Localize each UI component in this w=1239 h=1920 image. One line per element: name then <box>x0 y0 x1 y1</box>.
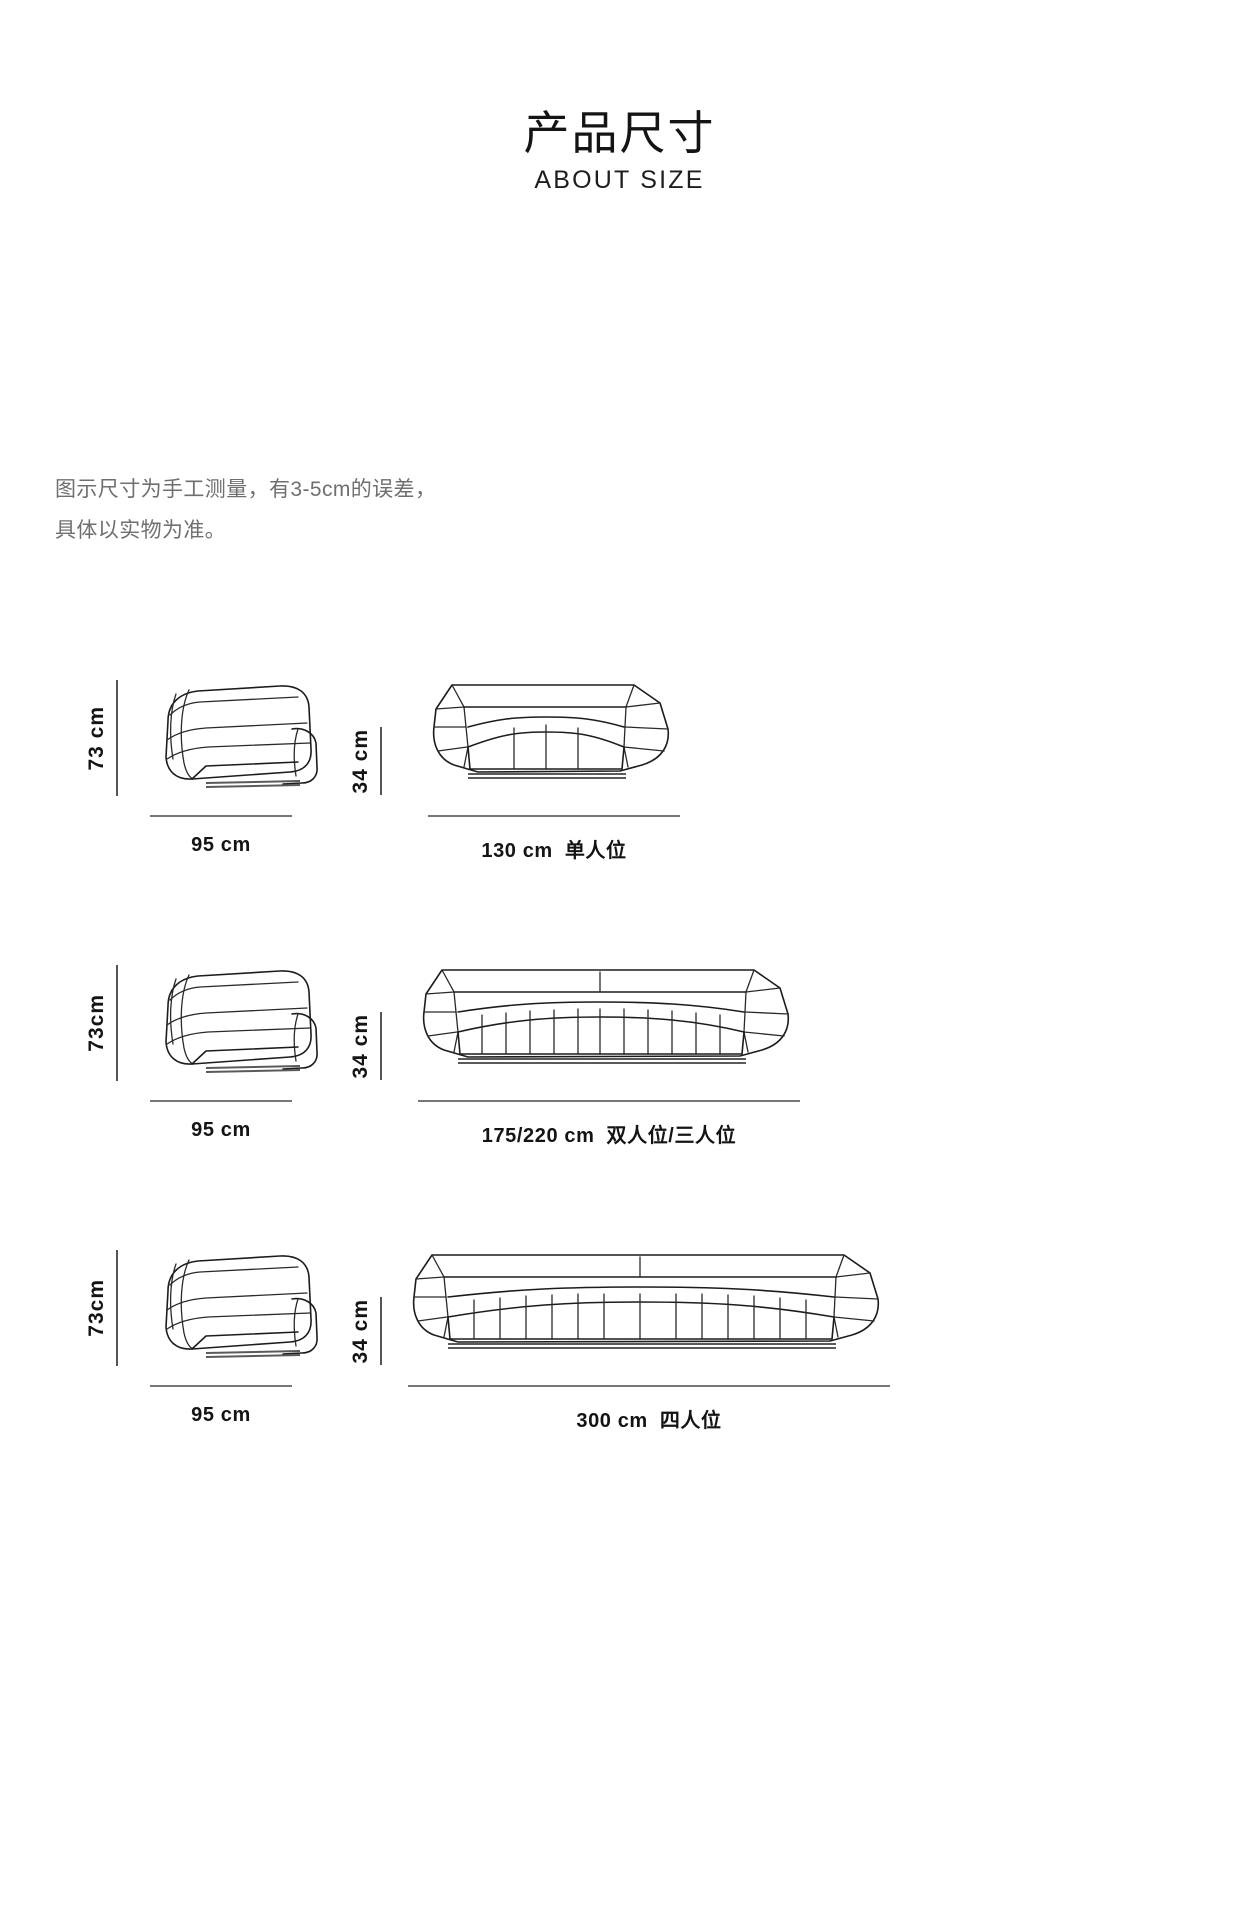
side-width-unit-3: cm <box>220 1404 251 1426</box>
side-width-unit-1: cm <box>220 834 251 856</box>
disclaimer-line-1: 图示尺寸为手工测量，有3-5cm的误差， <box>55 478 437 501</box>
side-width-dimension-1: 95 cm <box>150 815 292 857</box>
dimension-row-3: 73cm <box>0 1225 1239 1510</box>
front-seat-type-2: 双人位/三人位 <box>606 1125 737 1147</box>
side-width-value-1: 95 <box>191 834 215 856</box>
side-height-label-3: 73cm <box>85 1279 108 1337</box>
page-subtitle: ABOUT SIZE <box>534 165 705 194</box>
sofa-front-view-3 <box>408 1245 888 1365</box>
front-width-value-2: 175/220 <box>481 1125 559 1147</box>
sofa-side-view-3 <box>148 1247 328 1365</box>
measurement-disclaimer: 图示尺寸为手工测量，有3-5cm的误差， 具体以实物为准。 <box>55 470 436 552</box>
front-width-unit-2: cm <box>564 1125 595 1147</box>
front-height-dimension-1: 34 cm <box>349 727 382 795</box>
sofa-side-view-1 <box>148 677 328 795</box>
side-width-dimension-3: 95 cm <box>150 1385 292 1427</box>
sofa-front-view-1 <box>428 675 678 795</box>
front-height-dimension-3: 34 cm <box>349 1297 382 1365</box>
dimension-row-2: 73cm <box>0 940 1239 1225</box>
side-height-label-2: 73cm <box>85 994 108 1052</box>
front-height-label-1: 34 cm <box>349 728 372 794</box>
sofa-side-view-2 <box>148 962 328 1080</box>
front-width-value-1: 130 <box>481 840 517 862</box>
front-seat-type-1: 单人位 <box>564 840 627 862</box>
front-width-unit-3: cm <box>617 1410 648 1432</box>
side-width-value-2: 95 <box>191 1119 215 1141</box>
front-height-label-3: 34 cm <box>349 1298 372 1364</box>
front-seat-type-3: 四人位 <box>659 1410 722 1432</box>
front-width-unit-1: cm <box>522 840 553 862</box>
front-width-dimension-2: 175/220 cm 双人位/三人位 <box>418 1100 800 1148</box>
side-height-dimension-2: 73cm <box>85 965 118 1081</box>
disclaimer-line-2: 具体以实物为准。 <box>55 518 227 542</box>
front-width-value-3: 300 <box>576 1410 612 1432</box>
side-height-label-1: 73 cm <box>85 705 108 771</box>
front-width-dimension-3: 300 cm 四人位 <box>408 1385 890 1433</box>
page-header: 产品尺寸 ABOUT SIZE <box>0 107 1239 195</box>
side-width-value-3: 95 <box>191 1404 215 1426</box>
front-height-label-2: 34 cm <box>349 1013 372 1079</box>
side-height-dimension-3: 73cm <box>85 1250 118 1366</box>
sofa-front-view-2 <box>418 960 798 1080</box>
side-width-dimension-2: 95 cm <box>150 1100 292 1142</box>
side-width-unit-2: cm <box>220 1119 251 1141</box>
front-height-dimension-2: 34 cm <box>349 1012 382 1080</box>
dimension-rows: 73 cm <box>0 655 1239 1510</box>
side-height-dimension-1: 73 cm <box>85 680 118 796</box>
page-title: 产品尺寸 <box>523 107 716 159</box>
dimension-row-1: 73 cm <box>0 655 1239 940</box>
front-width-dimension-1: 130 cm 单人位 <box>428 815 680 863</box>
